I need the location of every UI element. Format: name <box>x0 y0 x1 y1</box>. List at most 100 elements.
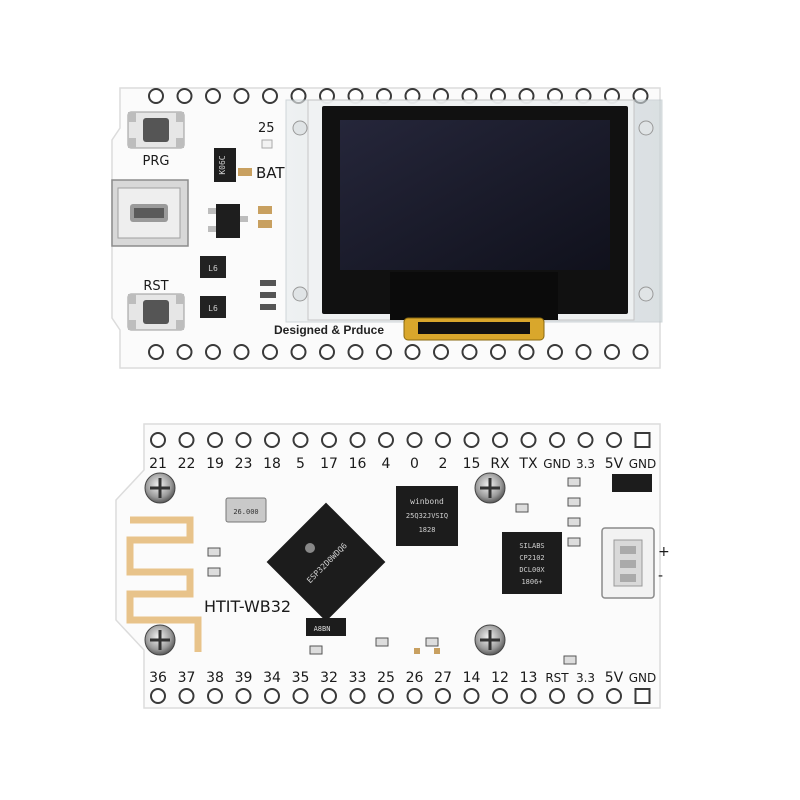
top-board-pin-pad <box>604 344 620 360</box>
svg-text:25Q32JVSIQ: 25Q32JVSIQ <box>406 512 448 520</box>
regulator-chip <box>216 204 240 238</box>
top-board-pin-pad <box>433 344 449 360</box>
credit-text: Designed & Prduce <box>274 323 384 337</box>
rst-label: RST <box>143 279 168 294</box>
mounting-screw-2 <box>474 472 506 504</box>
bottom-board-pin-pad <box>150 432 166 448</box>
bottom-board-pin-pad <box>492 688 508 704</box>
bat-label: BAT <box>256 164 285 182</box>
top-board-pin-pad <box>404 344 421 360</box>
pin-label: 38 <box>206 670 224 686</box>
prg-button[interactable] <box>127 111 185 149</box>
mounting-screw-1 <box>144 472 176 504</box>
top-board-pin-pad <box>176 88 193 104</box>
bottom-board-pin-pad <box>549 688 565 704</box>
pin-label: 14 <box>463 670 481 686</box>
top-board-pin-pad <box>290 344 307 360</box>
pin-label: 13 <box>520 670 538 686</box>
bottom-board-pin-pad <box>378 688 394 704</box>
rst-button[interactable] <box>127 293 185 331</box>
bottom-board-pin-pad <box>292 432 309 448</box>
pin-label: 3.3 <box>576 671 595 685</box>
bottom-board-pin-pad <box>378 432 394 448</box>
pin-label: 12 <box>491 670 509 686</box>
pin-label: 4 <box>382 456 391 472</box>
svg-text:DCL00X: DCL00X <box>519 566 545 574</box>
top-board-pin-pad <box>518 344 535 360</box>
top-board-pin-pad <box>461 344 478 360</box>
pin-label: 5 <box>296 456 305 472</box>
top-board-pin-pad <box>347 344 364 360</box>
svg-text:26.000: 26.000 <box>233 508 258 516</box>
pin-label: GND <box>629 457 657 471</box>
bottom-board-pin-pad <box>492 432 508 448</box>
bottom-board-pin-pad <box>606 688 622 704</box>
battery-connector[interactable] <box>601 527 655 599</box>
top-board: PRG RST K06C L6 <box>111 87 663 369</box>
svg-text:winbond: winbond <box>410 497 444 506</box>
pin-label: 16 <box>349 456 367 472</box>
pin-label: 35 <box>292 670 310 686</box>
model-label: HTIT-WB32 <box>204 597 291 616</box>
bottom-board-bottom-pin-row <box>150 688 651 704</box>
pin-label: RST <box>545 671 569 685</box>
inductor-2 <box>200 296 226 318</box>
pin-label: 27 <box>434 670 452 686</box>
top-board-bottom-pin-row <box>148 344 649 360</box>
prg-button-cap[interactable] <box>143 118 169 142</box>
top-board-pin-pad <box>205 88 221 104</box>
bottom-board-pin-pad <box>463 688 480 704</box>
pin-label: 39 <box>235 670 253 686</box>
bottom-board-pin-pad <box>435 432 451 448</box>
oled-display-module <box>285 99 663 341</box>
top-board-pin-pad <box>205 344 221 360</box>
bottom-board-pin-pad <box>634 688 651 704</box>
flash-chip: winbond 25Q32JVSIQ 1828 <box>396 486 458 546</box>
svg-text:1828: 1828 <box>419 526 436 534</box>
top-board-pin-pad <box>148 88 164 104</box>
pin-label: GND <box>543 457 571 471</box>
mounting-screw-4 <box>474 624 506 656</box>
pin-label: 5V <box>605 456 624 472</box>
mounting-screw-3 <box>144 624 176 656</box>
pin-label: 25 <box>377 670 395 686</box>
svg-text:1806+: 1806+ <box>521 578 542 586</box>
pin-label: 37 <box>178 670 196 686</box>
top-board-pin-pad <box>148 344 164 360</box>
k06c-chip <box>214 148 236 182</box>
oled-screen <box>340 120 610 270</box>
bottom-board-pin-pad <box>349 432 366 448</box>
bottom-board-pin-pad <box>292 688 309 704</box>
bottom-board-pin-pad <box>577 688 594 704</box>
pin-label: TX <box>518 456 538 472</box>
top-board-pin-pad <box>233 344 250 360</box>
pin-label: 3.3 <box>576 457 595 471</box>
usb-uart-chip: SILABS CP2102 DCL00X 1806+ <box>502 532 562 594</box>
svg-text:L6: L6 <box>208 264 218 273</box>
top-board-pin-pad <box>262 88 278 104</box>
top-board-pin-pad <box>547 344 563 360</box>
bottom-board-pin-pad <box>150 688 166 704</box>
micro-usb-port[interactable] <box>111 179 189 247</box>
rst-button-cap[interactable] <box>143 300 169 324</box>
bottom-board-pin-pad <box>264 432 280 448</box>
pin-label: 32 <box>320 670 338 686</box>
led-25-label: 25 <box>258 121 275 136</box>
bottom-board-pin-pad <box>406 688 423 704</box>
pin-label: 33 <box>349 670 367 686</box>
svg-text:A8BN: A8BN <box>314 625 331 633</box>
bottom-board-pin-pad <box>264 688 280 704</box>
bottom-board-pin-pad <box>321 432 337 448</box>
top-board-pin-pad <box>233 88 250 104</box>
prg-label: PRG <box>143 154 170 169</box>
pin-label: 36 <box>149 670 167 686</box>
pin-label: 19 <box>206 456 224 472</box>
pin-label: 15 <box>463 456 481 472</box>
svg-text:K06C: K06C <box>218 155 227 174</box>
svg-text:L6: L6 <box>208 304 218 313</box>
pin-label: 21 <box>149 456 167 472</box>
bottom-board-pin-pad <box>577 432 594 448</box>
